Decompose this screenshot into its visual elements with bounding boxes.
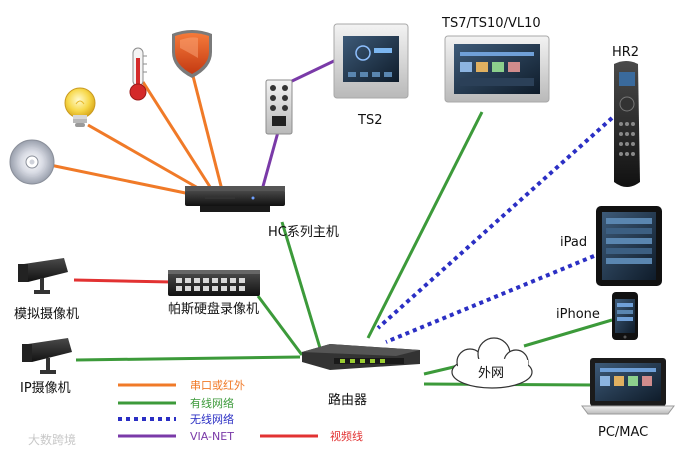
label-ts7: TS7/TS10/VL10 <box>441 16 541 31</box>
label-hr2: HR2 <box>612 45 639 60</box>
label-ts2: TS2 <box>357 113 382 128</box>
link-ts7-router <box>368 112 482 338</box>
switch-icon <box>168 270 260 296</box>
link-nvr-router <box>258 296 302 355</box>
link-ipcam-router <box>76 357 300 360</box>
link-ts2-keypad <box>290 60 336 82</box>
link-analogcam-nvr <box>74 280 172 282</box>
router-icon <box>302 344 420 370</box>
link-cd-hc <box>50 165 200 196</box>
label-nvr: 帕斯硬盘录像机 <box>168 301 259 317</box>
tablet-icon <box>596 206 662 286</box>
laptop-icon <box>582 358 674 414</box>
link-keypad-hc <box>262 132 278 190</box>
label-router: 路由器 <box>328 392 367 408</box>
cd-disc-icon <box>10 140 54 184</box>
legend: 串口或红外 有线网络 无线网络 VIA-NET 视频线 <box>118 379 363 443</box>
legend-label-serial: 串口或红外 <box>190 379 245 392</box>
camera-icon <box>18 258 68 294</box>
remote-control-icon <box>614 61 640 187</box>
phone-icon <box>612 292 638 340</box>
legend-label-wireless: 无线网络 <box>190 412 234 426</box>
link-hc-router <box>282 222 320 348</box>
light-bulb-icon <box>65 88 95 127</box>
link-bulb-hc <box>88 125 205 192</box>
watermark: 大数跨境 <box>28 432 76 447</box>
label-pc: PC/MAC <box>598 425 648 440</box>
link-cloud-iphone <box>524 320 612 346</box>
legend-label-wired: 有线网络 <box>190 396 234 410</box>
label-hc-controller: HC系列主机 <box>268 225 339 240</box>
ts7-panel-icon <box>445 36 549 102</box>
hc-controller-device <box>185 186 285 212</box>
label-internet: 外网 <box>478 366 504 381</box>
ip-camera-icon <box>22 338 72 374</box>
link-ipad-router <box>386 256 594 342</box>
keypad-icon <box>266 80 292 134</box>
legend-label-video: 视频线 <box>330 429 363 443</box>
legend-label-via-net: VIA-NET <box>190 430 234 443</box>
link-thermo-hc <box>143 82 212 190</box>
link-shield-hc <box>192 72 222 190</box>
touch-panel-icon <box>334 24 408 98</box>
connections <box>50 60 612 385</box>
label-iphone: iPhone <box>556 307 600 322</box>
security-shield-icon <box>172 30 212 78</box>
label-analog-cam: 模拟摄像机 <box>14 307 79 322</box>
thermometer-icon <box>130 48 147 100</box>
label-ip-cam: IP摄像机 <box>20 381 71 396</box>
label-ipad: iPad <box>560 235 587 250</box>
